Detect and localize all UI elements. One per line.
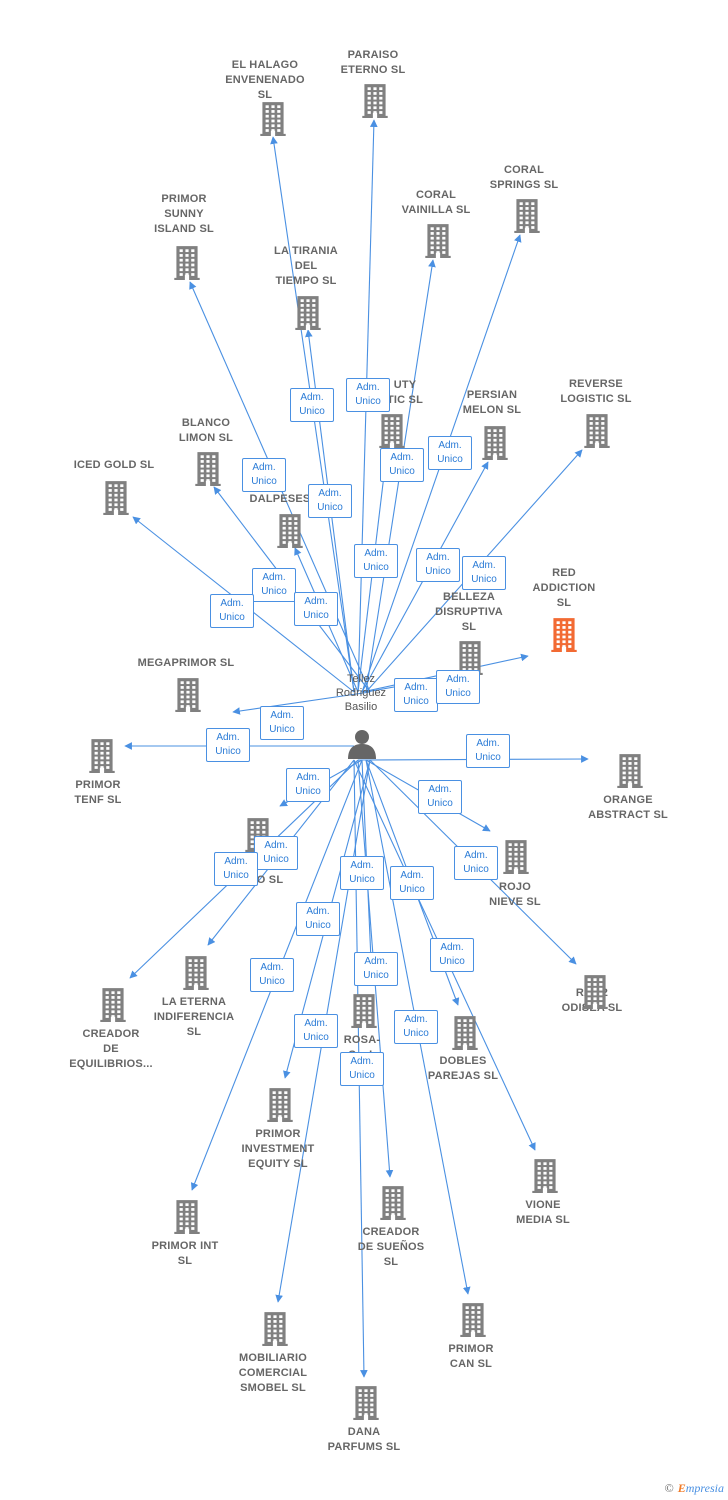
building-icon: [616, 752, 644, 793]
company-label: LA TIRANIA DEL TIEMPO SL: [274, 245, 338, 287]
company-label: BLANCO LIMON SL: [178, 417, 234, 444]
role-badge[interactable]: Adm. Unico: [454, 846, 498, 880]
center-person-label: Tellez Rodriguez Basilio: [335, 673, 387, 713]
building-icon: [459, 1301, 487, 1342]
company-label: MOBILIARIO COMERCIAL SMOBEL SL: [238, 1352, 308, 1394]
company-label: CREADOR DE SUEÑOS SL: [357, 1226, 425, 1268]
company-label: CORAL SPRINGS SL: [489, 164, 559, 191]
building-icon: [350, 992, 378, 1033]
building-icon: [531, 1157, 559, 1198]
company-label: CREADOR DE EQUILIBRIOS...: [69, 1028, 153, 1070]
building-icon: [424, 222, 452, 263]
company-label: PRIMOR SUNNY ISLAND SL: [154, 193, 214, 235]
role-badge[interactable]: Adm. Unico: [436, 670, 480, 704]
building-icon: [379, 1184, 407, 1225]
role-badge[interactable]: Adm. Unico: [340, 1052, 384, 1086]
company-label: MEGAPRIMOR SL: [137, 657, 235, 669]
brand-name: mpresia: [685, 1481, 724, 1495]
role-badge[interactable]: Adm. Unico: [416, 548, 460, 582]
building-icon: [581, 973, 609, 1014]
company-label: PRIMOR CAN SL: [448, 1343, 494, 1370]
company-label: VIONE MEDIA SL: [516, 1199, 570, 1226]
role-badge[interactable]: Adm. Unico: [390, 866, 434, 900]
edge-line: [232, 691, 371, 715]
company-label: PERSIAN MELON SL: [462, 389, 522, 416]
company-label: DANA PARFUMS SL: [327, 1426, 401, 1453]
building-icon: [583, 412, 611, 453]
company-label: REVERSE LOGISTIC SL: [560, 378, 632, 405]
person-icon: [348, 730, 376, 759]
role-badge[interactable]: Adm. Unico: [308, 484, 352, 518]
role-badge[interactable]: Adm. Unico: [254, 836, 298, 870]
role-badge[interactable]: Adm. Unico: [394, 678, 438, 712]
building-icon: [266, 1086, 294, 1127]
building-icon: [352, 1384, 380, 1425]
brand-initial: E: [677, 1481, 686, 1495]
role-badge[interactable]: Adm. Unico: [380, 448, 424, 482]
building-icon: [550, 616, 578, 657]
role-badge[interactable]: Adm. Unico: [250, 958, 294, 992]
building-icon: [173, 1198, 201, 1239]
building-icon: [378, 412, 406, 453]
building-icon: [173, 244, 201, 285]
building-icon: [102, 479, 130, 520]
building-icon: [194, 450, 222, 491]
company-label: DOBLES PAREJAS SL: [427, 1055, 499, 1082]
company-label: PRIMOR TENF SL: [74, 779, 122, 806]
role-badge[interactable]: Adm. Unico: [346, 378, 390, 412]
role-badge[interactable]: Adm. Unico: [260, 706, 304, 740]
role-badge[interactable]: Adm. Unico: [354, 952, 398, 986]
building-icon: [99, 986, 127, 1027]
role-badge[interactable]: Adm. Unico: [340, 856, 384, 890]
role-badge[interactable]: Adm. Unico: [286, 768, 330, 802]
role-badge[interactable]: Adm. Unico: [242, 458, 286, 492]
building-icon: [259, 100, 287, 141]
company-label: ICED GOLD SL: [73, 459, 155, 471]
role-badge[interactable]: Adm. Unico: [394, 1010, 438, 1044]
copyright-symbol: ©: [664, 1481, 674, 1495]
building-icon: [481, 424, 509, 465]
role-badge[interactable]: Adm. Unico: [290, 388, 334, 422]
company-label: EL HALAGO ENVENENADO SL: [225, 59, 305, 101]
role-badge[interactable]: Adm. Unico: [206, 728, 250, 762]
role-badge[interactable]: Adm. Unico: [210, 594, 254, 628]
company-label: DALPESES: [249, 493, 311, 505]
building-icon: [182, 954, 210, 995]
building-icon: [502, 838, 530, 879]
building-icon: [276, 512, 304, 553]
footer-brand: ©Empresia: [665, 1481, 724, 1496]
company-label: BELLEZA DISRUPTIVA SL: [435, 591, 503, 633]
role-badge[interactable]: Adm. Unico: [294, 592, 338, 626]
company-label: O SL: [256, 874, 284, 886]
role-badge[interactable]: Adm. Unico: [354, 544, 398, 578]
building-icon: [174, 676, 202, 717]
role-badge[interactable]: Adm. Unico: [214, 852, 258, 886]
building-icon: [261, 1310, 289, 1351]
role-badge[interactable]: Adm. Unico: [462, 556, 506, 590]
role-badge[interactable]: Adm. Unico: [296, 902, 340, 936]
role-badge[interactable]: Adm. Unico: [252, 568, 296, 602]
company-label: PARAISO ETERNO SL: [340, 49, 406, 76]
building-icon: [513, 197, 541, 238]
company-label: PRIMOR INVESTMENT EQUITY SL: [241, 1128, 315, 1170]
role-badge[interactable]: Adm. Unico: [428, 436, 472, 470]
role-badge[interactable]: Adm. Unico: [430, 938, 474, 972]
company-label: CORAL VAINILLA SL: [401, 189, 471, 216]
building-icon: [88, 737, 116, 778]
company-label: ORANGE ABSTRACT SL: [588, 794, 668, 821]
company-label: PRIMOR INT SL: [151, 1240, 219, 1267]
building-icon: [451, 1014, 479, 1055]
company-label: UTY TIC SL: [386, 379, 424, 406]
role-badge[interactable]: Adm. Unico: [294, 1014, 338, 1048]
role-badge[interactable]: Adm. Unico: [418, 780, 462, 814]
building-icon: [294, 294, 322, 335]
company-label: RED ADDICTION SL: [532, 567, 596, 609]
company-label: ROJO NIEVE SL: [489, 881, 541, 908]
role-badge[interactable]: Adm. Unico: [466, 734, 510, 768]
company-label: LA ETERNA INDIFERENCIA SL: [153, 996, 235, 1038]
building-icon: [361, 82, 389, 123]
